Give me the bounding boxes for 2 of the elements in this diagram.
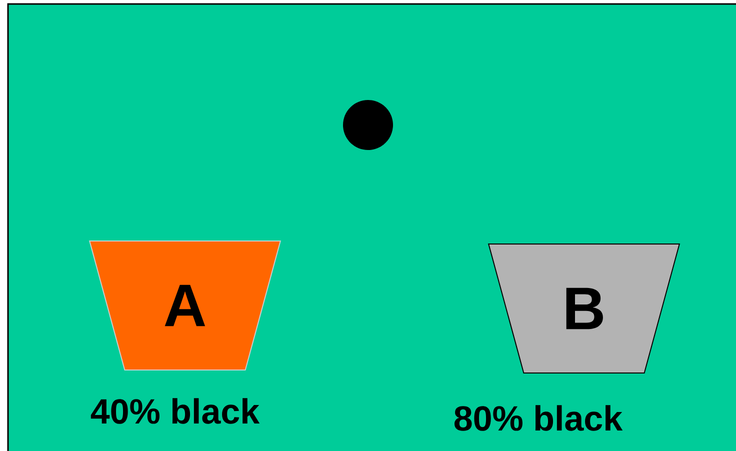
- node-caption: 40% black: [90, 398, 260, 424]
- node-caption: 80% black: [454, 405, 623, 431]
